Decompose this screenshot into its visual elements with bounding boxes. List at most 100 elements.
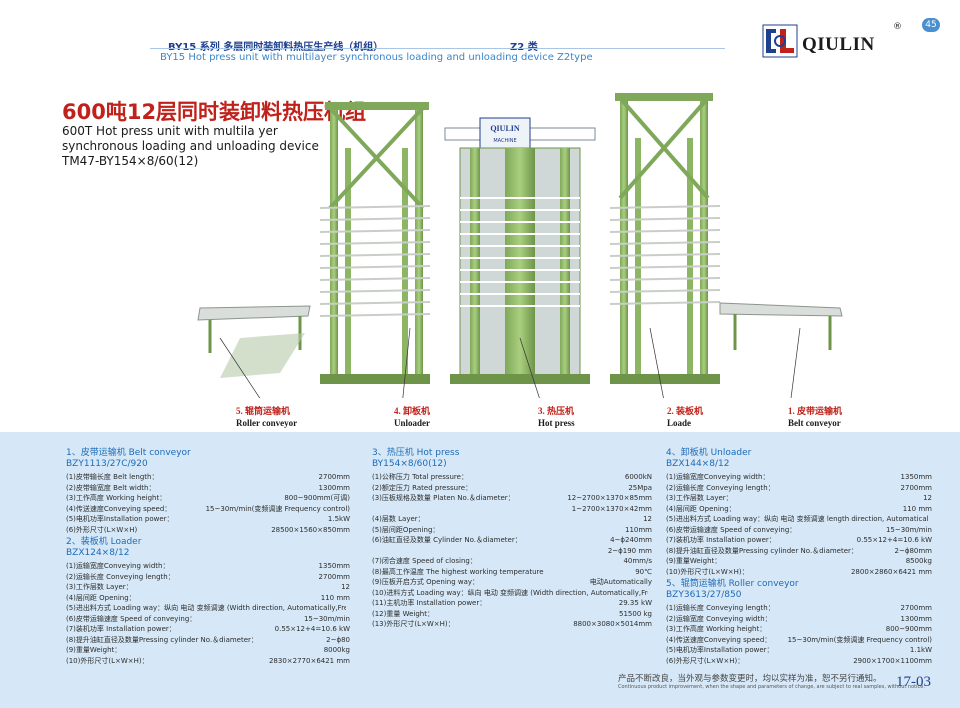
spec-value: 6000kN [624, 473, 652, 481]
spec-key: (4)层间距 Opening： [666, 504, 736, 513]
callout-unloader: 4. 卸板机 Unloader [394, 406, 431, 428]
spec-row: (6)油缸直径及数量 Cylinder No.＆diameter： 4~ϕ240m… [372, 535, 652, 546]
hot-press-model: BY154×8/60(12) [372, 459, 447, 469]
spec-key: (8)提升油缸直径及数量Pressing cylinder No.＆diamet… [66, 635, 258, 644]
page-badge: 45 [922, 18, 940, 32]
spec-key: (10)进料方式 Loading way：纵向 电动 变频调速 (Width d… [372, 588, 648, 597]
machine-illustration: QIULIN MACHINE [180, 88, 860, 407]
spec-row: (10)外形尺寸(L×W×H)： 2800×2860×6421 mm [666, 567, 932, 578]
spec-row: (11)主机功率 Installation power：29.35 kW [372, 598, 652, 609]
loader-title: 2、装板机 Loader [66, 537, 142, 547]
spec-value: 1300mm [318, 483, 350, 492]
spec-row: (8)最高工作温度 The highest working temperatur… [372, 567, 652, 578]
spec-key: (6)外形尺寸(L×W×H) [66, 525, 138, 534]
header-rule [150, 48, 725, 49]
spec-key: (1)运输宽度Conveying width： [66, 562, 170, 570]
spec-key: (13)外形尺寸(L×W×H)： [372, 620, 455, 628]
press-sign-brand: QIULIN [490, 124, 520, 133]
spec-value: 8800×3080×5014mm [573, 620, 652, 628]
spec-row: (1)皮带输长度 Belt length： 2700mm [66, 472, 350, 483]
spec-row: (4)传送速度Conveying speed：15~30m/min(变频调速 F… [66, 504, 350, 515]
spec-row: (8)提升油缸直径及数量Pressing cylinder No.＆diamet… [66, 635, 350, 646]
spec-value [346, 603, 350, 614]
spec-value: 28500×1560×850mm [271, 525, 350, 534]
spec-value: 12 [643, 515, 652, 523]
spec-key: (7)装机功率 Installation power： [66, 625, 176, 633]
spec-key: (3)工作高度 Working height： [66, 494, 167, 502]
spec-row: (2)运输宽度 Conveying width： 1300mm [666, 614, 932, 625]
spec-value: 4~ϕ240mm [610, 536, 652, 544]
spec-value: 15~30m/min [303, 614, 350, 623]
spec-key: (11)主机功率 Installation power： [372, 599, 487, 607]
spec-panel [0, 432, 960, 708]
spec-value: 2700mm [318, 473, 350, 481]
spec-row: (4)传送速度Conveying speed：15~30m/min(变频调速 F… [666, 635, 932, 646]
type-code: Z2 类 [510, 38, 538, 53]
spec-value: 2700mm [318, 572, 350, 581]
spec-value: 2~ϕ80mm [894, 546, 932, 555]
spec-row: (10)进料方式 Loading way：纵向 电动 变频调速 (Width d… [372, 588, 652, 599]
spec-key: (5)电机功率Installation power： [66, 515, 174, 523]
spec-key: (5)电机功率Installation power： [666, 646, 774, 654]
spec-value: 15~30m/min(变频调速 Frequency control) [205, 504, 350, 513]
registered-mark: ® [893, 22, 902, 32]
spec-row: (6)外形尺寸(L×W×H) 28500×1560×850mm [66, 525, 350, 536]
spec-value: 1~2700×1370×42mm [571, 504, 652, 513]
spec-key: (1)运输长度 Conveying length： [666, 604, 775, 612]
spec-value: 110 mm [902, 504, 932, 513]
spec-key: (7)闭合速度 Speed of closing： [372, 557, 477, 565]
spec-row: (1)运输宽度Conveying width：1350mm [666, 472, 932, 483]
spec-row: (4)层间距 Opening： 110 mm [666, 504, 932, 515]
spec-value: 12 [341, 583, 350, 591]
product-title-en: 600T Hot press unit with multila yer syn… [62, 124, 319, 153]
spec-value: 40mm/s [623, 557, 652, 565]
spec-value: 0.55×12+4=10.6 kW [856, 536, 932, 544]
spec-row: (7)装机功率 Installation power：0.55×12+4=10.… [66, 624, 350, 635]
spec-col-middle: 3、热压机 Hot press BY154×8/60(12) (1)公称压力 T… [372, 448, 652, 630]
spec-key: (6)皮带运输速度 Speed of conveying： [66, 614, 197, 623]
spec-key: (2)额定压力 Rated pressure： [372, 483, 473, 492]
spec-row: (8)提升油缸直径及数量Pressing cylinder No.＆diamet… [666, 546, 932, 557]
spec-row: (13)外形尺寸(L×W×H)： 8800×3080×5014mm [372, 619, 652, 630]
qiulin-logo-icon [762, 24, 798, 58]
spec-key: (3)工作高度 Working height： [666, 625, 767, 633]
spec-key: (2)运输宽度 Conveying width： [666, 614, 772, 623]
spec-key: (10)外形尺寸(L×W×H)： [666, 567, 749, 576]
spec-value: 1.5kW [327, 515, 350, 523]
spec-row: (7)装机功率 Installation power：0.55×12+4=10.… [666, 535, 932, 546]
series-title-zh: BY15 系列 多层同时装卸料热压生产线（机组） [168, 38, 383, 53]
spec-row: (5)层间距Opening： 110mm [372, 525, 652, 536]
spec-key: (2)皮带输宽度 Belt width： [66, 483, 156, 492]
hot-press-title: 3、热压机 Hot press [372, 448, 460, 458]
spec-value: 110mm [625, 525, 652, 534]
spec-key: (6)油缸直径及数量 Cylinder No.＆diameter： [372, 536, 522, 544]
spec-key: (12)重量 Weight： [372, 609, 434, 618]
spec-value: 25Mpa [628, 483, 652, 492]
spec-key: (4)传送速度Conveying speed： [666, 635, 772, 644]
spec-key: (1)皮带输长度 Belt length： [66, 473, 159, 481]
callout-roller-conveyor: 5. 辊筒运输机 Roller conveyor [236, 406, 298, 428]
spec-row: (3)工作高度 Working height：800~900mm [666, 624, 932, 635]
callout-belt-conveyor: 1. 皮带运输机 Belt conveyor [788, 406, 843, 428]
spec-row: (5)进出料方式 Loading way：纵向 电动 变频调速 (Width d… [66, 603, 350, 614]
spec-key: (1)公称压力 Total pressure： [372, 473, 468, 481]
footer-note-en: Continuous product improvement, when the… [618, 684, 925, 690]
spec-row: (6)外形尺寸(L×W×H)：2900×1700×1100mm [666, 656, 932, 667]
spec-key: (5)层间距Opening： [372, 525, 440, 534]
spec-value: 90℃ [635, 567, 652, 576]
spec-value: 2800×2860×6421 mm [850, 567, 932, 576]
press-sign-sub: MACHINE [493, 138, 516, 144]
right-tower [610, 93, 720, 384]
spec-value: 110 mm [320, 593, 350, 602]
roller-conveyor-title: 5、辊筒运输机 Roller conveyor [666, 579, 799, 589]
spec-row: 2~ϕ190 mm [372, 546, 652, 557]
footer-note-zh: 产品不断改良，当外观与参数变更时，均以实样为准，恕不另行通知。 [618, 674, 882, 684]
spec-value: 1300mm [900, 614, 932, 623]
series-title-en: BY15 Hot press unit with multilayer sync… [160, 52, 593, 63]
spec-key: (5)进出料方式 Loading way：纵向 电动 变频调速 (Width d… [66, 604, 346, 612]
spec-key: (2)运输长度 Conveying length： [66, 572, 175, 581]
spec-row: (9)压板开启方式 Opening way：电动Automatically [372, 577, 652, 588]
belt-conveyor-model: BZY1113/27C/920 [66, 459, 148, 469]
spec-row: (1)运输长度 Conveying length：2700mm [666, 603, 932, 614]
spec-row: (7)闭合速度 Speed of closing： 40mm/s [372, 556, 652, 567]
